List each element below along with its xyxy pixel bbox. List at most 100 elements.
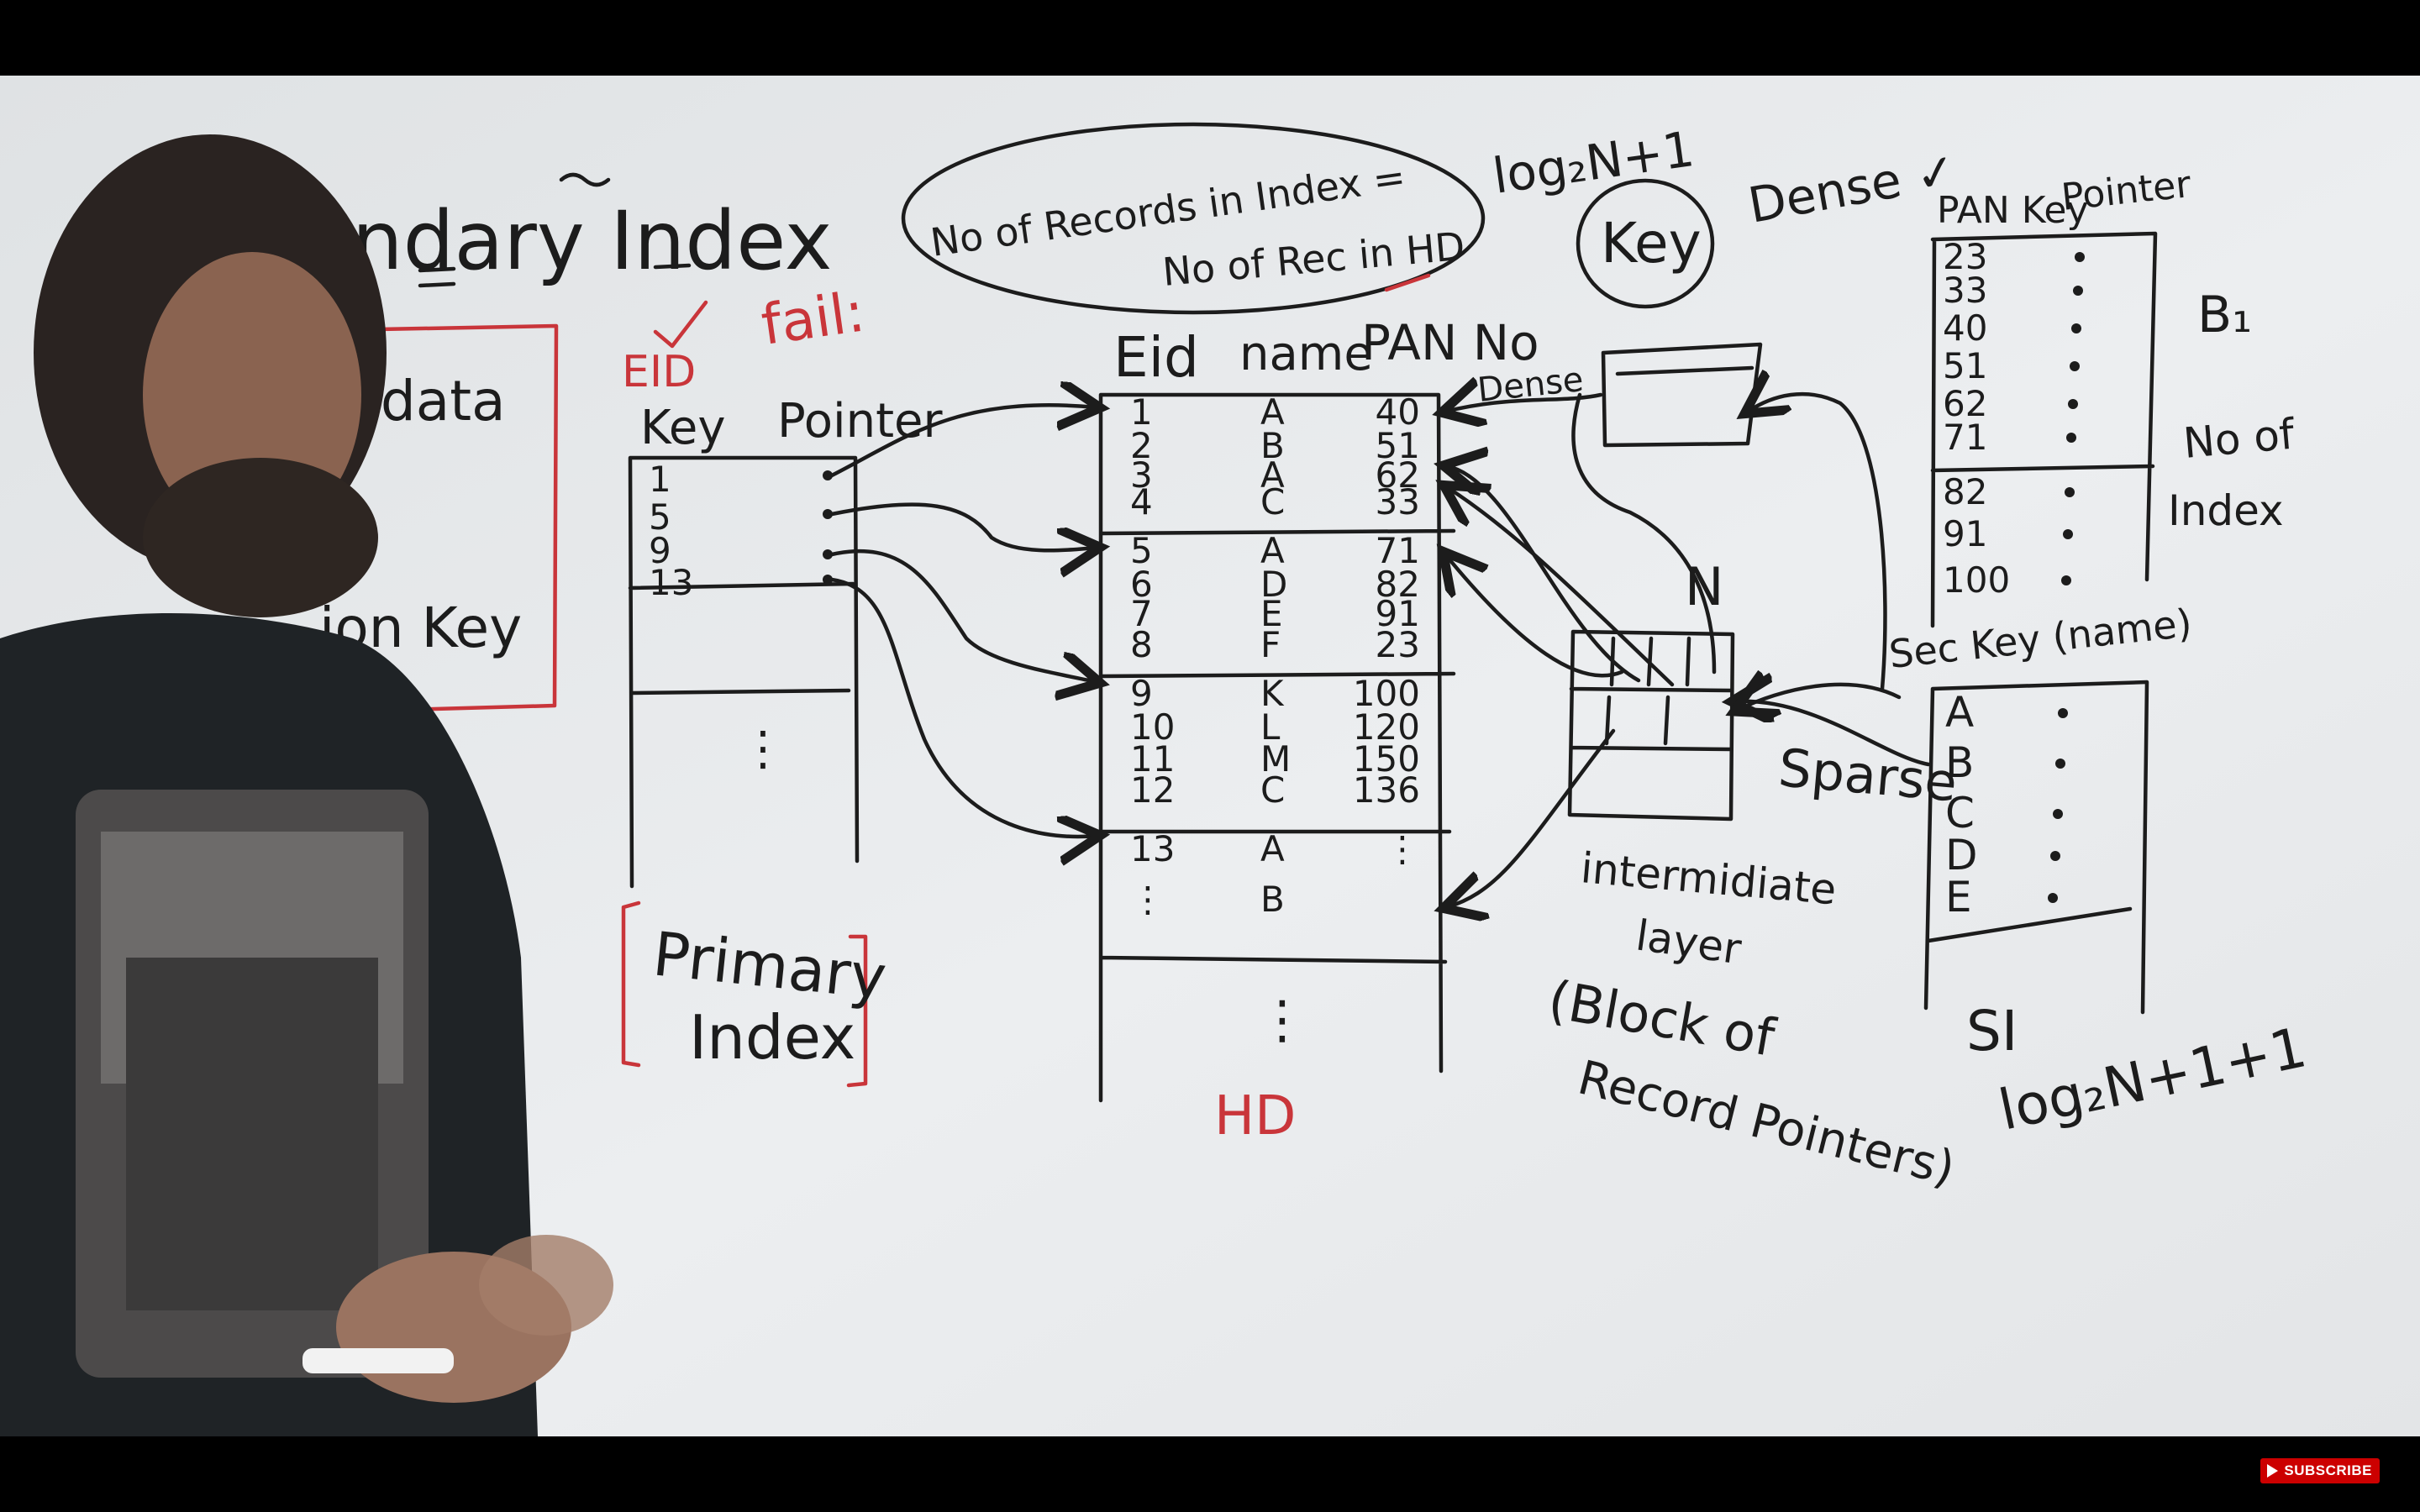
name-index-frame — [1923, 680, 2149, 1015]
hd-cell-pan: 150 — [1353, 738, 1420, 780]
hd-cell-eid: 10 — [1130, 706, 1175, 748]
hd-cell-name: B — [1260, 879, 1285, 920]
pan-key: 82 — [1943, 471, 1987, 512]
pan-key: 71 — [1943, 417, 1987, 458]
hd-cell-name: L — [1260, 706, 1281, 748]
primary-arrows — [829, 405, 1097, 837]
primary-key-4: 13 — [649, 562, 693, 603]
pan-note-2: Index — [2168, 486, 2284, 535]
hd-cell-pan: 40 — [1376, 391, 1420, 433]
si-label: SI — [1966, 999, 2018, 1063]
hd-cell-pan: 71 — [1376, 530, 1420, 571]
name-pointer-dot — [2050, 851, 2060, 861]
pan-key: 23 — [1943, 236, 1987, 277]
hd-cell-eid: 5 — [1130, 530, 1153, 571]
eid-label: EID — [622, 347, 696, 397]
name-pointer-dot — [2058, 708, 2068, 718]
name-key: D — [1945, 831, 1978, 879]
hd-cell-eid: 4 — [1130, 481, 1153, 522]
pan-pointer-dot — [2073, 286, 2083, 296]
n-label: N — [1685, 556, 1723, 617]
hd-cell-pan: 100 — [1353, 673, 1420, 714]
name-key: E — [1945, 873, 1972, 921]
pan-pointer-dot — [2075, 252, 2085, 262]
play-icon — [2267, 1464, 2279, 1478]
primary-ellipsis: ⋮ — [739, 722, 786, 776]
hd-cell-pan: 136 — [1353, 769, 1420, 811]
hd-cell-name: C — [1260, 481, 1285, 522]
left-red-box — [334, 323, 559, 712]
hd-cell-eid: 3 — [1130, 454, 1153, 496]
pan-b1: B₁ — [2197, 286, 2252, 344]
hd-cell-name: A — [1260, 530, 1285, 571]
hd-header-eid: Eid — [1113, 325, 1199, 390]
primary-index-frame — [628, 455, 860, 889]
letterbox-bottom — [0, 1436, 2420, 1512]
hd-cell-pan: 51 — [1376, 425, 1420, 466]
primary-key-2: 5 — [649, 496, 671, 538]
primary-caption-line2: Index — [689, 1002, 855, 1073]
hd-cell-pan: 82 — [1376, 564, 1420, 605]
dense-block — [1601, 342, 1763, 448]
name-key: B — [1945, 738, 1974, 787]
pan-key: 100 — [1943, 559, 2010, 601]
hd-cell-eid: 7 — [1130, 593, 1153, 634]
hd-cell-eid: 9 — [1130, 673, 1153, 714]
hd-cell-eid: ⋮ — [1130, 879, 1165, 920]
hd-table-frame — [1098, 392, 1456, 1103]
hd-cell-eid: 1 — [1130, 391, 1153, 433]
pan-note-1: No of — [2181, 410, 2297, 468]
hd-cell-name: A — [1260, 454, 1285, 496]
pan-pointer-dot — [2065, 487, 2075, 497]
pan-pointer-dot — [2066, 433, 2076, 443]
hd-cell-name: D — [1260, 564, 1287, 605]
hd-cell-name: F — [1260, 624, 1281, 665]
hd-cell-eid: 12 — [1130, 769, 1175, 811]
board-title: ondary Index — [302, 194, 832, 288]
hd-cell-name: M — [1260, 738, 1291, 780]
hd-cell-name: C — [1260, 769, 1285, 811]
hd-cell-eid: 11 — [1130, 738, 1175, 780]
hd-cell-eid: 6 — [1130, 564, 1153, 605]
hd-header-name: name — [1239, 327, 1373, 381]
name-pointer-dot — [2048, 893, 2058, 903]
hd-cell-name: A — [1260, 391, 1285, 433]
primary-key-1: 1 — [649, 459, 671, 500]
key-circle-label: Key — [1601, 211, 1702, 276]
hd-cell-pan: 91 — [1376, 593, 1420, 634]
primary-pointer-dots — [823, 470, 833, 585]
name-key: A — [1945, 688, 1974, 737]
pan-pointer-dot — [2063, 529, 2073, 539]
hd-cell-name: A — [1260, 828, 1285, 869]
fail-label: fail: — [758, 280, 869, 358]
pan-pointer-dot — [2070, 361, 2080, 371]
hd-cell-name: E — [1260, 593, 1283, 634]
hd-cell-pan: 33 — [1376, 481, 1420, 522]
subscribe-button[interactable]: SUBSCRIBE — [2260, 1458, 2380, 1483]
intermediate-arrows — [1445, 394, 1931, 907]
hd-cell-name: K — [1260, 673, 1285, 714]
pan-key: 91 — [1943, 513, 1987, 554]
key-circle — [1576, 178, 1715, 309]
primary-caption-bracket — [621, 900, 868, 1088]
name-pointer-dot — [2055, 759, 2065, 769]
pan-index-frame — [1930, 231, 2158, 628]
pan-key: 33 — [1943, 270, 1987, 311]
hd-cell-pan: ⋮ — [1385, 828, 1420, 869]
pan-key: 51 — [1943, 345, 1987, 386]
hd-cell-pan: 62 — [1376, 454, 1420, 496]
presenter — [0, 134, 613, 1436]
pan-pointer-dot — [2061, 575, 2071, 585]
pan-key: 40 — [1943, 307, 1987, 349]
hd-cell-eid: 8 — [1130, 624, 1153, 665]
letterbox-top — [0, 0, 2420, 76]
name-key: C — [1945, 789, 1975, 837]
primary-header-pointer: Pointer — [777, 394, 943, 449]
hd-bottom-ellipsis: ⋮ — [1256, 989, 1308, 1050]
pan-key: 62 — [1943, 383, 1987, 424]
hd-caption: HD — [1214, 1085, 1296, 1147]
hd-cell-pan: 23 — [1376, 624, 1420, 665]
